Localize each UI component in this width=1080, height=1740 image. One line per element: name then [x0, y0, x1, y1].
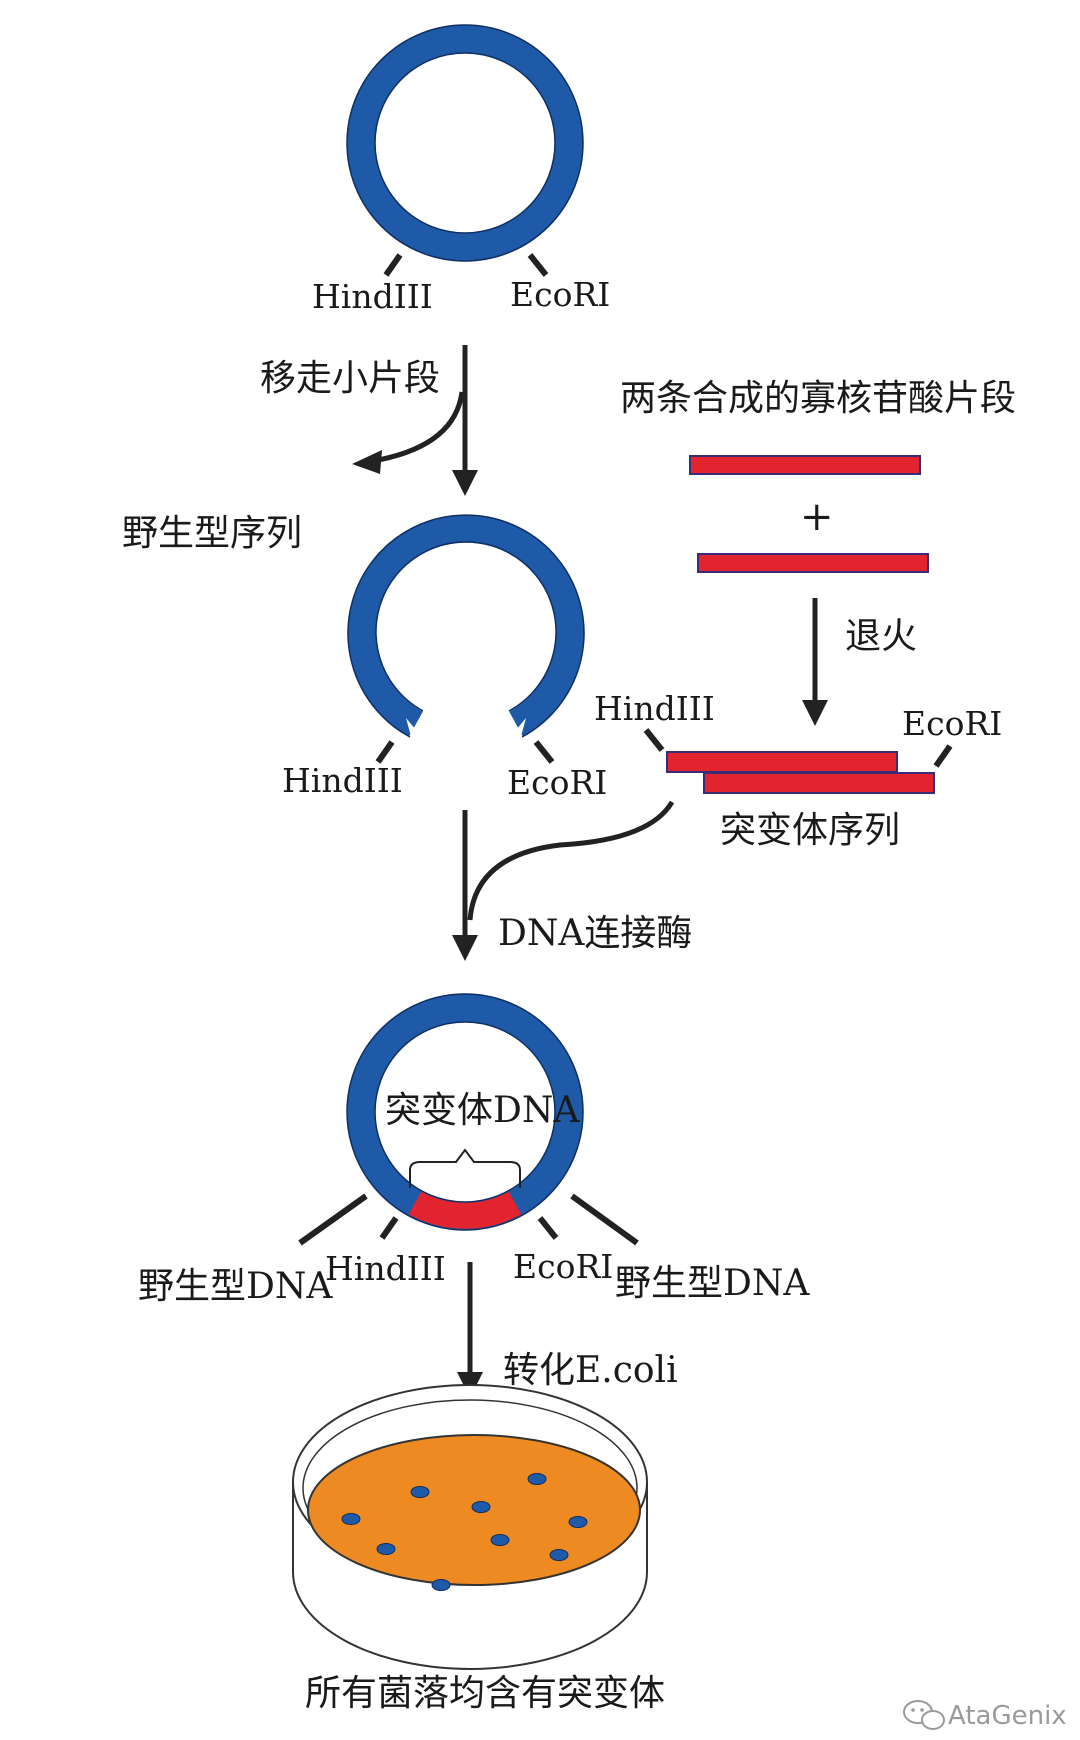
cut-plasmid-arc-edge-outer [347, 514, 585, 738]
oligo-hindiii-tick [643, 728, 665, 752]
ecori-site-tick-2 [533, 740, 555, 764]
ligation-curve [467, 800, 675, 921]
remove-fragment-arrowhead [352, 450, 382, 474]
ligase-label: DNA连接酶 [498, 913, 692, 954]
colony [431, 1579, 451, 1591]
hindiii-site-tick-2 [375, 740, 395, 764]
colony [549, 1549, 569, 1561]
plasmid-ring [347, 25, 583, 261]
transform-label: 转化E.coli [503, 1350, 678, 1391]
mutant-plasmid-edge-inner [374, 1021, 556, 1203]
ecori-label-3: EcoRI [513, 1247, 613, 1286]
hindiii-label: HindIII [312, 277, 433, 316]
oligo-strand-top [689, 455, 921, 475]
watermark-text: AtaGenix [948, 1701, 1067, 1731]
mutant-sequence-label: 突变体序列 [720, 810, 900, 851]
remove-fragment-label: 移走小片段 [260, 358, 440, 399]
cut-plasmid-arc-edge-inner [375, 541, 557, 712]
wildtype-sequence-label: 野生型序列 [122, 513, 302, 554]
colonies [341, 1473, 588, 1591]
oligo-hindiii-label: HindIII [594, 689, 715, 728]
mutant-insert-segment [408, 1191, 522, 1229]
ecori-label: EcoRI [510, 275, 610, 314]
annealed-duplex [666, 751, 935, 794]
hindiii-label-2: HindIII [282, 761, 403, 800]
result-caption: 所有菌落均含有突变体 [305, 1673, 665, 1714]
insert-brace [409, 1148, 521, 1188]
oligo-ecori-tick [933, 744, 953, 768]
hindiii-site-tick-3 [379, 1216, 399, 1240]
plasmid-ring-edge-inner [374, 52, 556, 234]
cut-plasmid-arc [348, 514, 584, 737]
watermark: AtaGenix [903, 1700, 1067, 1731]
colony [376, 1543, 396, 1555]
petri-dish [292, 1384, 648, 1670]
mutant-plasmid-edge-outer [346, 993, 584, 1231]
oligos-title: 两条合成的寡核苷酸片段 [620, 378, 1016, 419]
cut-plasmid [347, 514, 585, 740]
wt-dna-left-tick [298, 1193, 368, 1246]
wt-dna-right-tick [570, 1193, 639, 1246]
mutant-dna-label: 突变体DNA [385, 1090, 580, 1131]
cut-notch-left [406, 718, 416, 740]
colony [410, 1486, 430, 1498]
cut-notch-right [516, 718, 526, 740]
wechat-icon [903, 1700, 945, 1730]
colony [490, 1534, 510, 1546]
hindiii-label-3: HindIII [325, 1249, 446, 1288]
mutant-plasmid [346, 993, 584, 1231]
duplex-strand-bottom [703, 772, 935, 794]
down-arrow-1-head [452, 470, 478, 496]
plus-sign: + [800, 494, 834, 540]
duplex-strand-top [666, 751, 898, 773]
colony [341, 1513, 361, 1525]
anneal-arrow-head [802, 700, 828, 726]
oligo-strand-bottom [697, 553, 929, 573]
anneal-label: 退火 [845, 616, 917, 657]
colony [471, 1501, 491, 1513]
remove-fragment-curve [377, 391, 465, 463]
ecori-site-tick-3 [537, 1216, 559, 1240]
colony [527, 1473, 547, 1485]
oligo-ecori-label: EcoRI [902, 704, 1002, 743]
wt-dna-right-label: 野生型DNA [615, 1263, 810, 1304]
colony [568, 1516, 588, 1528]
plasmid-ring-edge-outer [346, 24, 584, 262]
intact-plasmid [346, 24, 584, 262]
ligation-arrow-head [452, 935, 478, 961]
hindiii-site-tick [383, 253, 403, 277]
ecori-site-tick [527, 253, 549, 277]
wt-dna-left-label: 野生型DNA [138, 1266, 333, 1307]
ecori-label-2: EcoRI [507, 763, 607, 802]
